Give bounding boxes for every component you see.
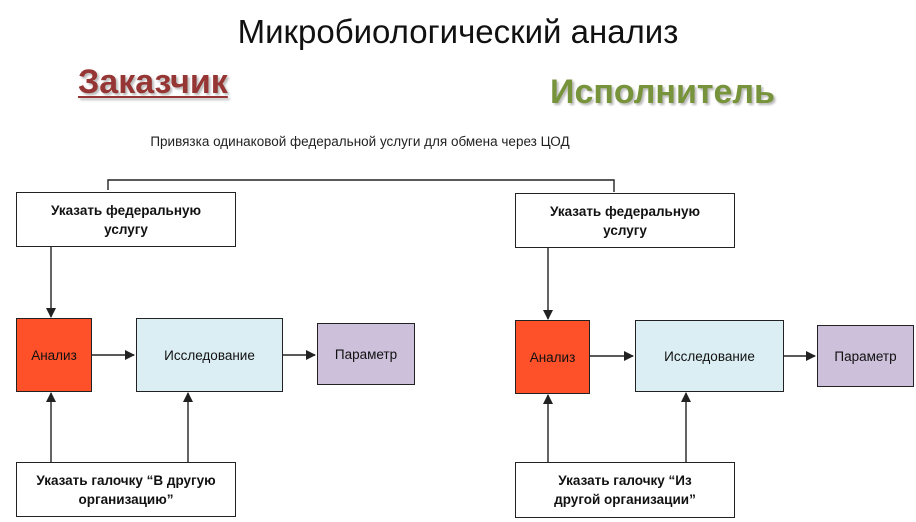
left-analysis-label: Анализ [31, 347, 77, 363]
left-parameter-label: Параметр [334, 346, 398, 362]
binding-note: Привязка одинаковой федеральной услуги д… [150, 134, 570, 149]
left-analysis-box: Анализ [16, 318, 92, 392]
right-research-label: Исследование [664, 348, 755, 364]
left-service-label: Указать федеральную услугу [50, 202, 202, 237]
left-research-box: Исследование [136, 318, 283, 392]
right-service-label: Указать федеральную услугу [549, 203, 701, 238]
left-research-label: Исследование [164, 347, 255, 363]
right-service-box: Указать федеральную услугу [515, 193, 735, 248]
right-research-box: Исследование [635, 320, 784, 392]
right-parameter-label: Параметр [834, 348, 897, 364]
left-checkbox-label: Указать галочку “В другую организацию” [36, 472, 216, 507]
left-checkbox-box: Указать галочку “В другую организацию” [16, 462, 236, 517]
right-checkbox-box: Указать галочку “Из другой организации” [515, 462, 735, 518]
right-analysis-box: Анализ [515, 320, 590, 394]
left-service-box: Указать федеральную услугу [16, 192, 236, 247]
bracket-line [107, 179, 615, 192]
right-analysis-label: Анализ [529, 349, 576, 365]
right-parameter-box: Параметр [817, 325, 914, 387]
right-checkbox-label: Указать галочку “Из другой организации” [554, 473, 696, 507]
left-parameter-box: Параметр [317, 323, 415, 385]
page-title: Микробиологический анализ [237, 13, 679, 50]
contractor-heading: Исполнитель [550, 73, 775, 111]
customer-heading: Заказчик [78, 63, 228, 101]
